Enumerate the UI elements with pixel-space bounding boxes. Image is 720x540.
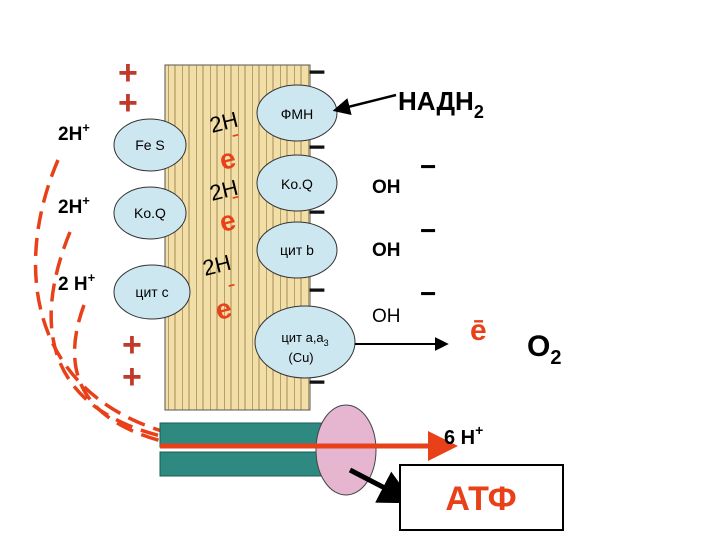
atp-synthase-ball [315,404,377,496]
oh-label-2: OH [372,240,401,261]
oh-minus-3: − [420,278,436,309]
minus-charge-1: − [308,56,326,89]
carrier-koq-left [113,186,187,240]
carrier-cytb-label: цит b [280,242,314,258]
carrier-cytc-label: цит c [135,284,168,300]
oh-label-1: OH [372,177,401,198]
free-electron: ē [470,314,487,347]
svg-text:е: е [216,142,239,176]
plus-charge-top-2: + [118,84,138,122]
nadh-label: НАДН2 [398,86,484,122]
carrier-cytaa3-label: цит а,а3 [281,330,328,348]
carrier-cytb [256,221,338,279]
carrier-fes [113,118,187,172]
atp-synthase-channel-top [159,422,329,448]
membrane-electron-1: е ˉ [216,130,243,176]
svg-text:е: е [216,204,239,238]
oh-label-3: OH [372,306,401,327]
atf-label: АТФ [445,480,516,518]
plus-charge-bottom-2: + [122,358,142,396]
oxygen-label: O2 [527,330,561,369]
carrier-cytaa3 [254,305,356,379]
plus-charge-top-1: + [118,54,138,92]
carrier-koq-right-label: Ko.Q [281,176,313,192]
carrier-cytc [113,264,191,320]
outer-proton-2: 2H+ [58,193,90,218]
proton-return-path-2 [49,231,166,439]
plus-charge-bottom-1: + [122,326,142,364]
minus-charge-4: − [308,274,326,307]
proton-return-path-1 [33,159,166,434]
atp-synthase-channel-bottom [159,451,329,477]
carrier-koq-left-label: Ko.Q [134,205,166,221]
outer-proton-1: 2H+ [58,120,90,145]
atf-arrow [348,467,415,504]
oh-minus-1: − [420,151,436,182]
oh-minus-2: − [420,215,436,246]
outer-proton-3: 2 H+ [58,270,96,295]
carrier-cytaa3-label-2: (Cu) [288,350,313,365]
carrier-fmn-label: ФМН [281,106,313,122]
protons-6-label: 6 H+ [444,422,483,449]
proton-return-path-3 [72,304,166,444]
carrier-koq-right [256,154,338,212]
carrier-fes-label: Fe S [135,137,165,153]
svg-text:е: е [212,292,235,326]
nadh-arrow [332,93,397,116]
atf-box [399,464,564,531]
